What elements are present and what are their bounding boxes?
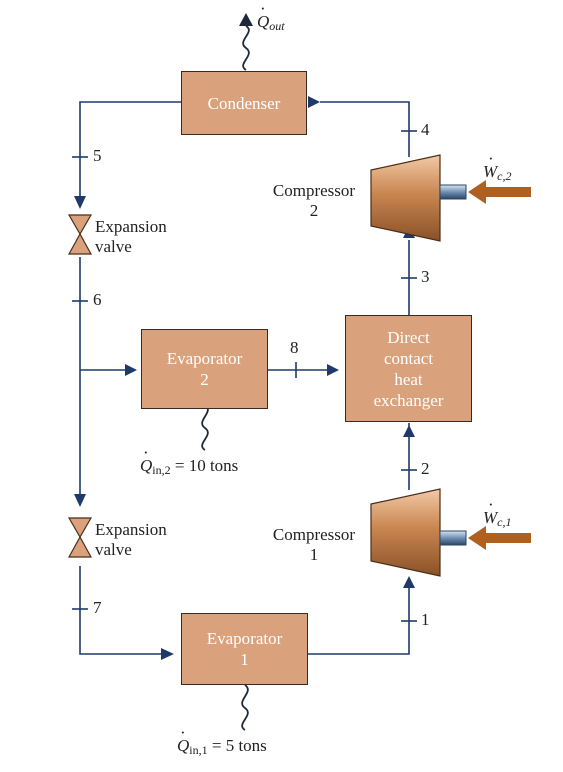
state-3-label: 3 <box>421 267 430 286</box>
q-in-1-symbol: Q <box>177 736 190 755</box>
expansion-valve-top-icon <box>67 214 93 236</box>
heat-exchanger-line-2: contact <box>383 348 434 368</box>
state-4-label: 4 <box>421 120 430 139</box>
valve-bottom-line-1: Expansion <box>95 520 167 539</box>
valve-top-line-2: valve <box>95 237 132 256</box>
compressor-2-label: Compressor 2 <box>262 181 366 221</box>
q-in-2-value: = 10 tons <box>170 456 239 475</box>
compressor-1-name: Compressor <box>272 525 356 544</box>
q-in-2-label: · Qin,2 = 10 tons <box>140 443 239 477</box>
expansion-valve-bottom-icon <box>67 517 93 539</box>
w-c1-label: · Wc,1 <box>483 495 512 529</box>
expansion-valve-top-label: Expansion valve <box>95 217 167 257</box>
valve-bottom-line-2: valve <box>95 540 132 559</box>
q-in-2-subscript: in,2 <box>152 463 171 477</box>
state-5-label: 5 <box>93 146 102 165</box>
w-c1-symbol: W <box>483 508 498 527</box>
heat-exchanger-box: Direct contact heat exchanger <box>345 315 472 422</box>
state-2-label: 2 <box>421 459 430 478</box>
expansion-valve-bottom-label: Expansion valve <box>95 520 167 560</box>
state-1-label: 1 <box>421 610 430 629</box>
heat-exchanger-line-4: exchanger <box>373 390 444 410</box>
w-c2-label: · Wc,2 <box>483 149 512 183</box>
state-6-label: 6 <box>93 290 102 309</box>
condenser-box: Condenser <box>181 71 307 135</box>
w-c2-symbol: W <box>483 162 498 181</box>
q-in-1-value: = 5 tons <box>207 736 267 755</box>
q-in-1-subscript: in,1 <box>189 743 208 757</box>
compressor-2-name: Compressor <box>272 181 356 200</box>
evaporator-2-box: Evaporator 2 <box>141 329 268 409</box>
w-c1-subscript: c,1 <box>497 515 512 529</box>
q-out-subscript: out <box>269 19 285 33</box>
evaporator-2-label: Evaporator <box>166 349 243 368</box>
condenser-label: Condenser <box>207 93 281 113</box>
evaporator-1-box: Evaporator 1 <box>181 613 308 685</box>
q-in-2-symbol: Q <box>140 456 153 475</box>
work-input-arrows <box>468 180 531 550</box>
evaporator-1-number: 1 <box>240 650 249 669</box>
evaporator-2-number: 2 <box>200 370 209 389</box>
compressor-2-icon <box>370 154 467 242</box>
compressor-1-number: 1 <box>309 545 319 564</box>
w-c2-subscript: c,2 <box>497 169 512 183</box>
q-out-label: · Qout <box>257 0 285 33</box>
evaporator-1-label: Evaporator <box>206 629 283 648</box>
compressor-1-label: Compressor 1 <box>262 525 366 565</box>
q-out-symbol: Q <box>257 12 270 31</box>
state-8-label: 8 <box>290 338 299 357</box>
q-in-1-label: · Qin,1 = 5 tons <box>177 723 267 757</box>
compressor-1-icon <box>370 488 467 577</box>
valve-top-line-1: Expansion <box>95 217 167 236</box>
heat-exchanger-line-1: Direct <box>387 327 430 347</box>
compressor-2-number: 2 <box>309 201 319 220</box>
heat-exchanger-line-3: heat <box>394 369 423 389</box>
state-7-label: 7 <box>93 598 102 617</box>
